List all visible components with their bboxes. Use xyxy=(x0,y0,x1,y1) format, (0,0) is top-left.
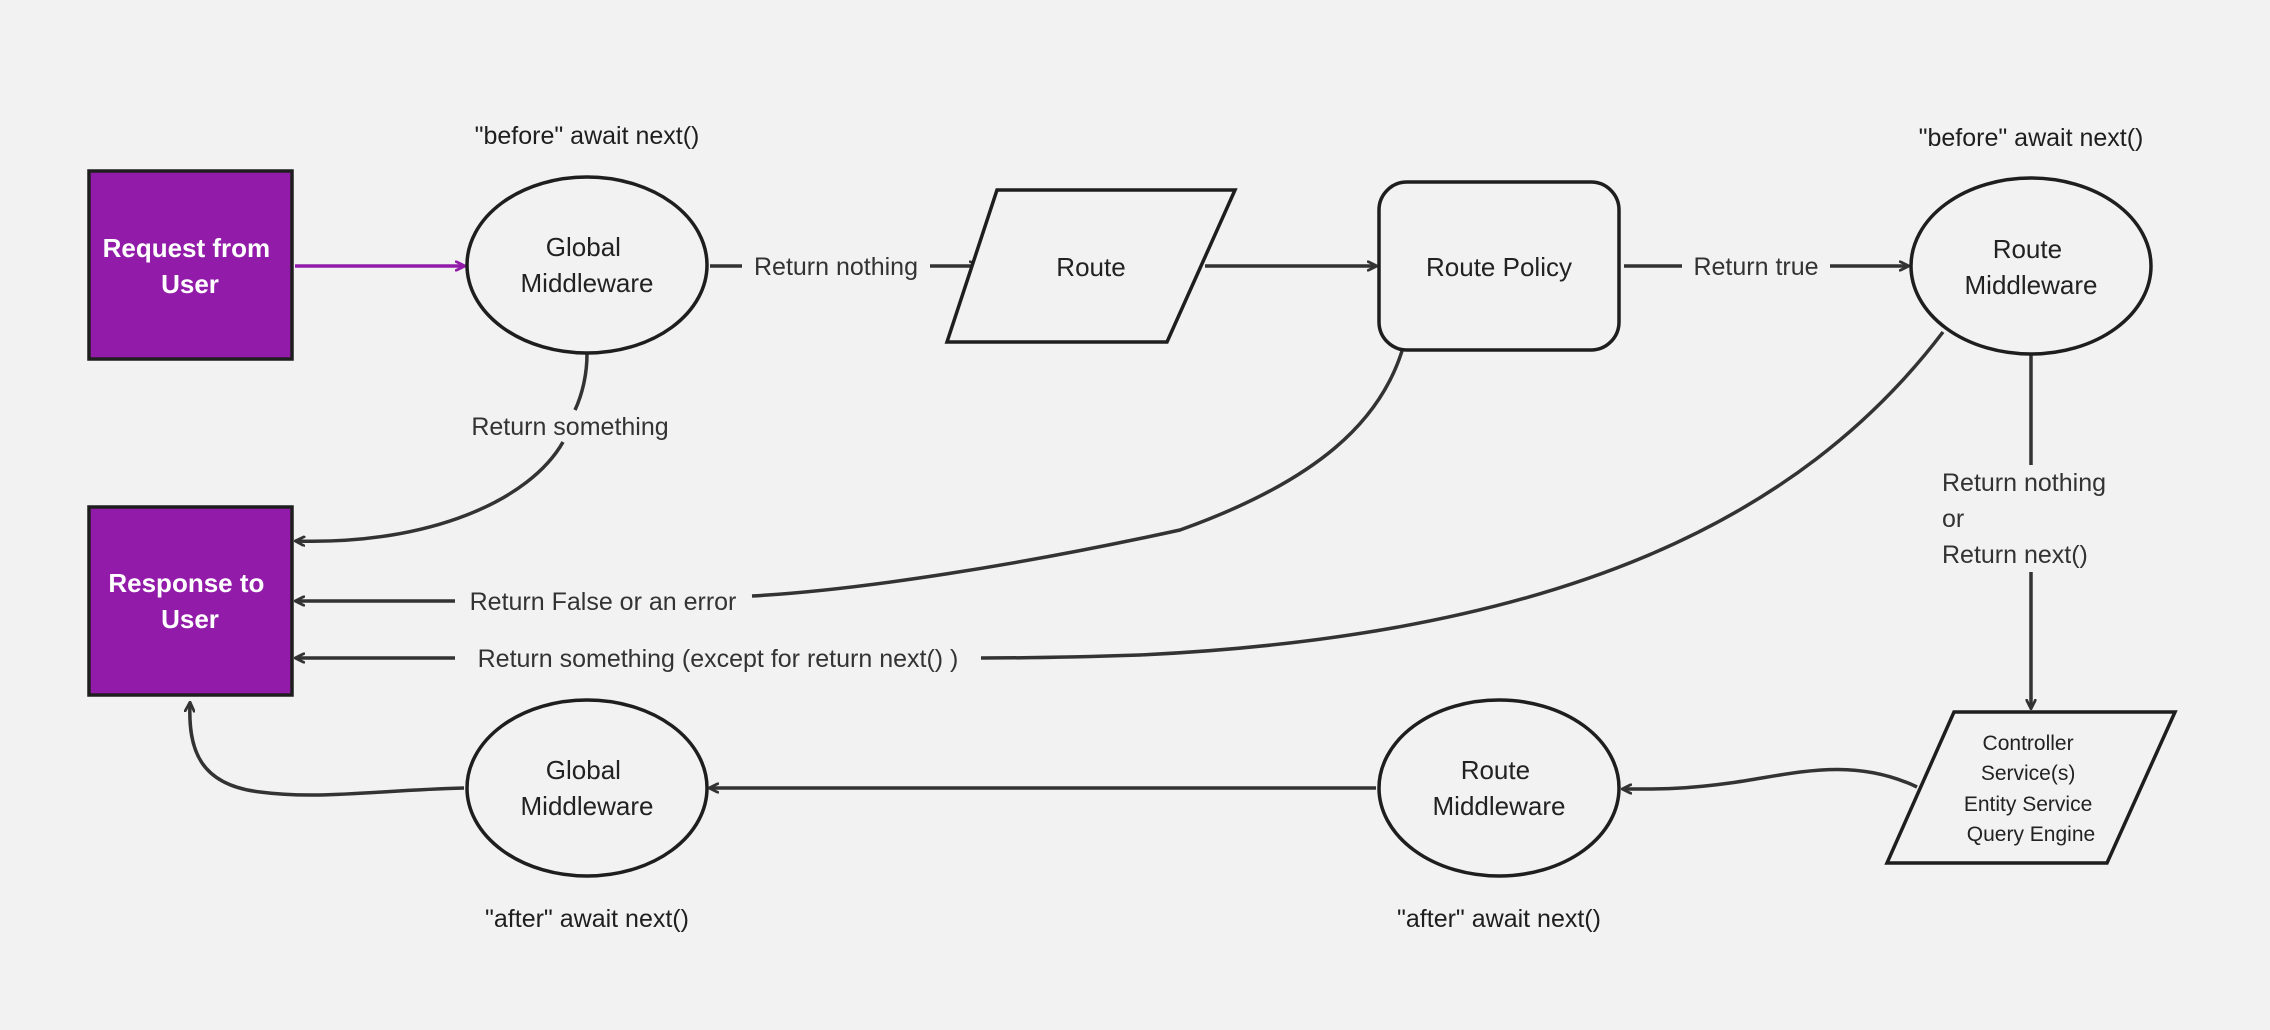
route-label: Route xyxy=(1056,252,1125,282)
label-return-nothing-or-line1: Return nothing xyxy=(1942,469,2106,497)
edge-controller-to-route-mw xyxy=(1623,767,1918,789)
route-mw-top-line2: Middleware xyxy=(1965,270,2098,300)
edge-global-to-response-b xyxy=(296,441,565,541)
request-label-line1: Request from xyxy=(103,233,271,263)
svg-text:Response to User: Response to User xyxy=(108,568,271,634)
route-middleware-top-node: Route Middleware xyxy=(1909,176,2153,356)
notes: "before" await next() "before" await nex… xyxy=(475,122,2144,933)
route-middleware-bottom-node: Route Middleware xyxy=(1377,698,1621,878)
global-middleware-top-node: Global Middleware xyxy=(465,175,709,355)
route-mw-top-line1: Route xyxy=(1993,234,2062,264)
response-label-line1: Response to xyxy=(108,568,264,598)
controller-line2: Service(s) xyxy=(1981,762,2076,785)
request-node: Request from User xyxy=(87,169,294,361)
edge-global-to-response-a xyxy=(573,353,589,411)
global-mw-top-line2: Middleware xyxy=(521,268,654,298)
controller-node: Controller Service(s) Entity Service Que… xyxy=(1884,710,2178,865)
note-global-after: "after" await next() xyxy=(485,905,689,933)
svg-text:Global Middleware: Global Middleware xyxy=(521,232,654,298)
edge-route-mw-to-response-a xyxy=(980,330,1945,660)
edge-labels: Return nothing Return true Return someth… xyxy=(470,253,2113,673)
global-mw-top-line1: Global xyxy=(546,232,621,262)
controller-line4: Query Engine xyxy=(1967,823,2095,846)
request-label-line2: User xyxy=(161,269,219,299)
label-return-something: Return something xyxy=(471,413,668,441)
nodes: Request from User Response to User Globa… xyxy=(87,169,2178,878)
svg-text:Route Middleware: Route Middleware xyxy=(1433,755,1566,821)
label-return-something-except: Return something (except for return next… xyxy=(478,645,959,673)
edge-policy-to-response-a xyxy=(751,350,1404,598)
route-mw-bottom-line1: Route xyxy=(1461,755,1530,785)
edge-global-mw-to-response xyxy=(190,703,465,797)
route-mw-bottom-line2: Middleware xyxy=(1433,791,1566,821)
controller-line1: Controller xyxy=(1983,732,2074,755)
note-route-before: "before" await next() xyxy=(1919,124,2144,152)
svg-text:Request from User: Request from User xyxy=(103,233,278,299)
label-return-nothing-or-line2: or xyxy=(1942,505,1964,533)
svg-text:Route Middleware: Route Middleware xyxy=(1965,234,2098,300)
edges xyxy=(190,266,2031,797)
route-node: Route xyxy=(944,188,1238,344)
svg-text:Route: Route xyxy=(1056,252,1125,282)
label-return-false: Return False or an error xyxy=(470,588,737,616)
route-policy-node: Route Policy xyxy=(1377,180,1621,352)
label-return-true: Return true xyxy=(1693,253,1818,281)
response-node: Response to User xyxy=(87,505,294,697)
svg-text:Global Middleware: Global Middleware xyxy=(521,755,654,821)
note-global-before: "before" await next() xyxy=(475,122,700,150)
label-return-nothing-or-line3: Return next() xyxy=(1942,541,2088,569)
label-return-nothing: Return nothing xyxy=(754,253,918,281)
label-return-nothing-or-next: Return nothing or Return next() xyxy=(1942,469,2113,569)
global-mw-bottom-line1: Global xyxy=(546,755,621,785)
global-middleware-bottom-node: Global Middleware xyxy=(465,698,709,878)
note-route-after: "after" await next() xyxy=(1397,905,1601,933)
response-label-line2: User xyxy=(161,604,219,634)
svg-text:Route Policy: Route Policy xyxy=(1426,252,1572,282)
controller-line3: Entity Service xyxy=(1964,793,2092,816)
svg-text:Controller Service(s): Controller Service(s) Entity Service Que… xyxy=(1964,732,2098,846)
route-policy-label: Route Policy xyxy=(1426,252,1572,282)
global-mw-bottom-line2: Middleware xyxy=(521,791,654,821)
